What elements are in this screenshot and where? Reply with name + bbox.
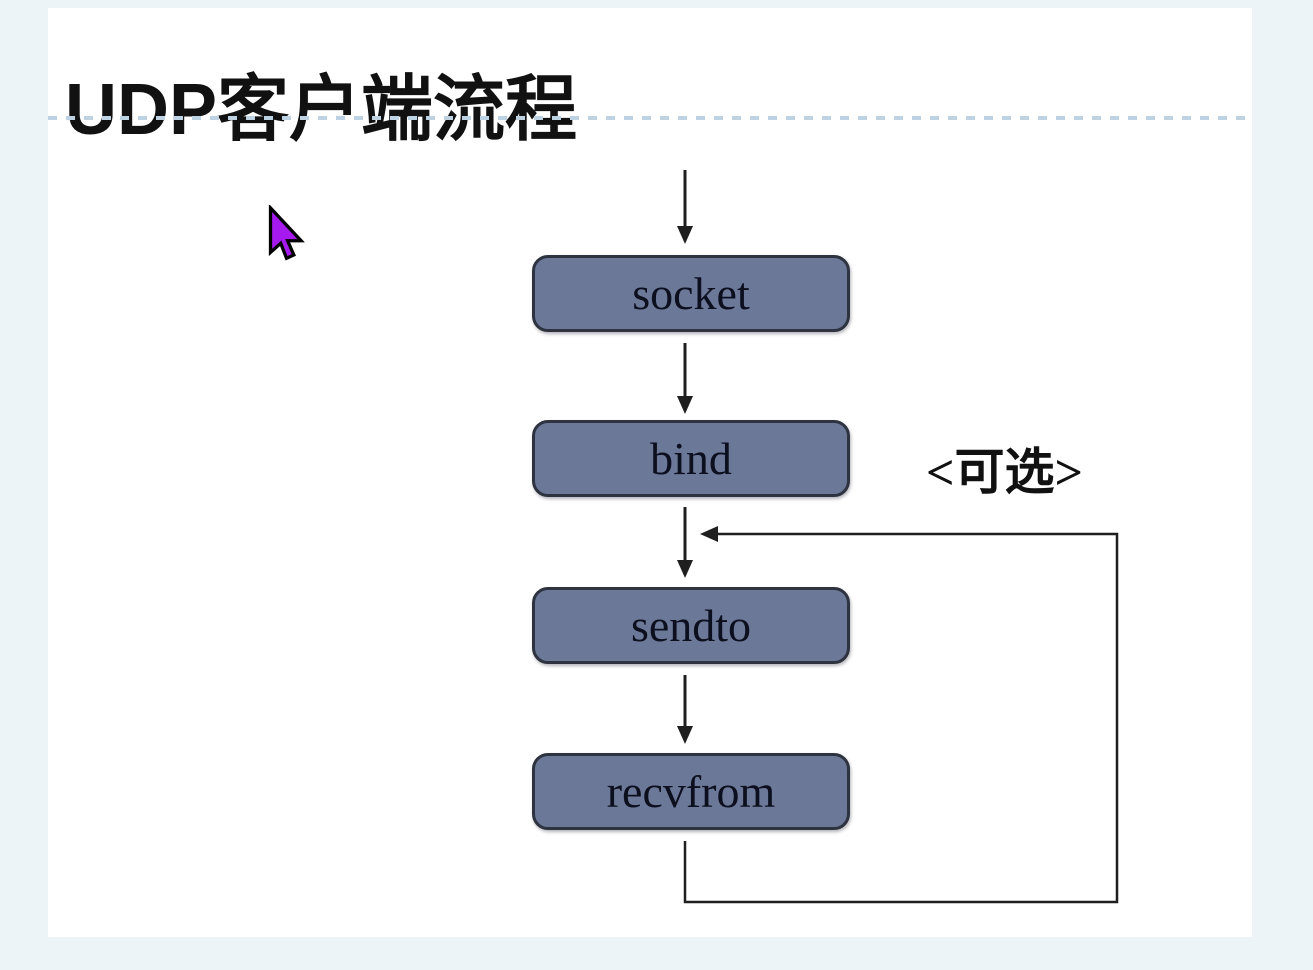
flow-node-socket-label: socket: [632, 268, 750, 319]
optional-annotation: <可选>: [926, 444, 1083, 500]
title-divider-dotted-line: [48, 116, 1252, 120]
flow-node-socket: socket: [532, 255, 850, 332]
flow-node-bind-label: bind: [650, 433, 732, 484]
slide-canvas: UDP客户端流程 socket bind sendto recvfrom <可选…: [48, 8, 1252, 937]
flow-node-sendto-label: sendto: [630, 600, 752, 651]
flow-node-bind: bind: [532, 420, 850, 497]
flow-node-recvfrom-label: recvfrom: [606, 766, 776, 817]
flow-node-recvfrom: recvfrom: [532, 753, 850, 830]
page-title: UDP客户端流程: [65, 70, 578, 151]
flow-node-sendto: sendto: [532, 587, 850, 664]
